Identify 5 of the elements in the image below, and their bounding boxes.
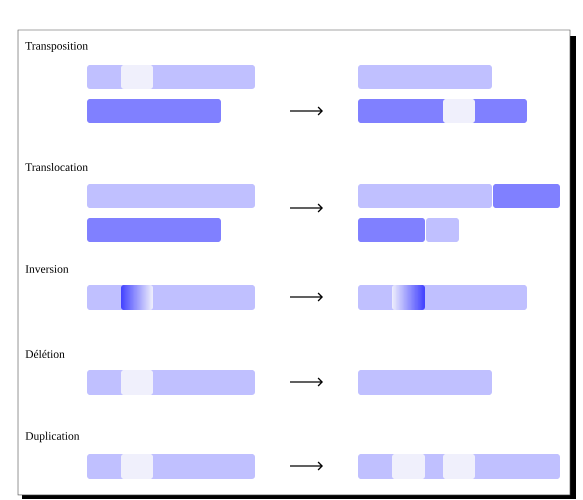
section-heading: Transposition	[25, 42, 88, 52]
section-heading: Délétion	[26, 350, 65, 358]
section-heading: Translocation	[25, 162, 88, 172]
section-heading: Inversion	[26, 265, 68, 273]
section-heading: Duplication	[26, 432, 80, 442]
